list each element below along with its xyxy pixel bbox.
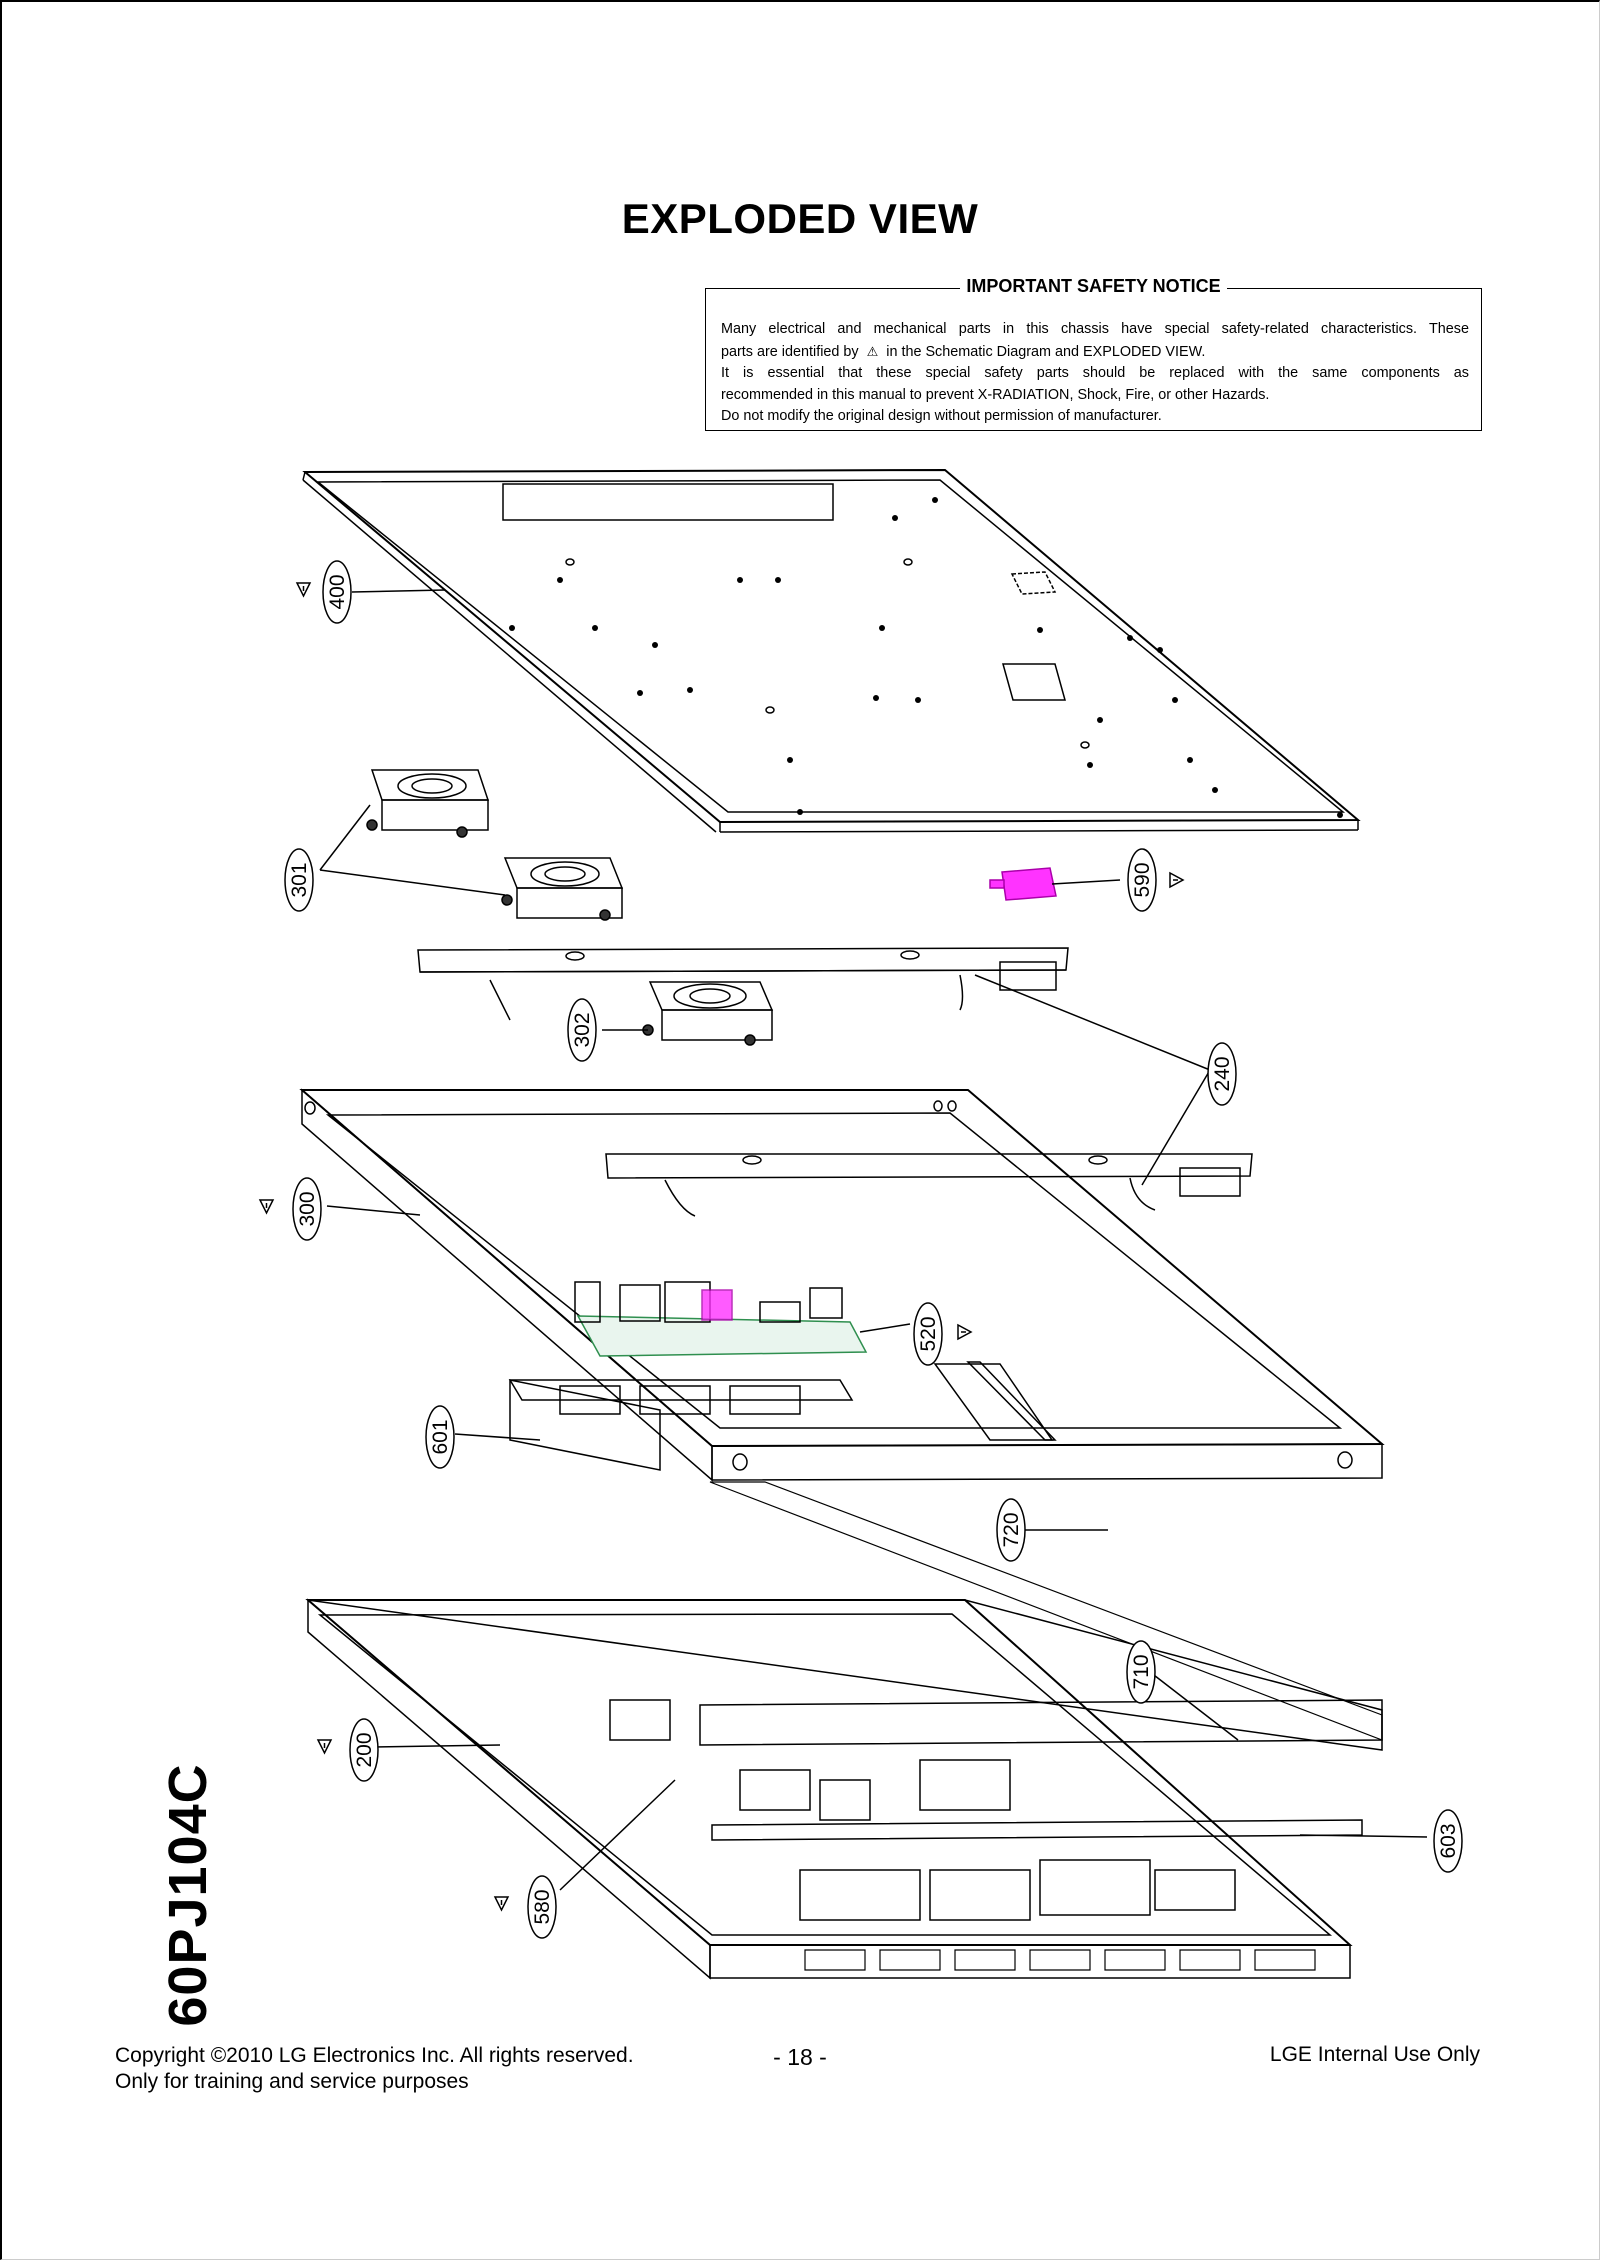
callout-520: 520 xyxy=(917,1316,940,1351)
warning-triangle-icon xyxy=(258,1199,275,1215)
page-title: EXPLODED VIEW xyxy=(621,195,979,242)
callout-710: 710 xyxy=(1130,1654,1153,1689)
callout-240: 240 xyxy=(1211,1056,1234,1091)
strip-part-720 xyxy=(933,1361,1057,1441)
bracket-part xyxy=(417,947,1069,1021)
model-number: 60PJ104C xyxy=(158,1763,218,2027)
callout-200: 200 xyxy=(353,1732,376,1767)
highlight-part-590 xyxy=(989,867,1057,901)
warning-triangle-icon xyxy=(493,1896,510,1912)
safety-notice-heading: IMPORTANT SAFETY NOTICE xyxy=(960,276,1227,296)
callout-400: 400 xyxy=(326,574,349,609)
speaker-part xyxy=(366,769,490,838)
callout-601: 601 xyxy=(429,1419,452,1454)
box-part-601 xyxy=(508,1379,854,1471)
notice-line-1: Many electrical and mechanical parts in … xyxy=(721,321,1469,337)
callout-590: 590 xyxy=(1131,862,1154,897)
warning-triangle-icon xyxy=(295,582,312,598)
bracket-part xyxy=(605,1153,1253,1217)
callout-302: 302 xyxy=(571,1012,594,1047)
callout-301: 301 xyxy=(288,862,311,897)
warning-triangle-icon xyxy=(316,1739,333,1755)
warning-triangle-icon: ⚠ xyxy=(866,343,879,359)
bottom-chassis-part xyxy=(305,1598,1383,1980)
purpose-text: Only for training and service purposes xyxy=(115,2070,469,2093)
notice-line-4: recommended in this manual to prevent X-… xyxy=(721,386,1270,403)
speaker-part xyxy=(501,857,624,921)
safety-notice-body: Many electrical and mechanical parts in … xyxy=(721,319,1469,428)
safety-notice: IMPORTANT SAFETY NOTICE Many electrical … xyxy=(705,276,1482,431)
internal-use-text: LGE Internal Use Only xyxy=(1269,2043,1480,2066)
callout-603: 603 xyxy=(1437,1823,1460,1858)
warning-triangle-icon xyxy=(1169,871,1185,889)
middle-frame-part xyxy=(299,1088,1385,1482)
page-number: - 18 - xyxy=(773,2044,827,2070)
notice-line-5: Do not modify the original design withou… xyxy=(721,408,1162,424)
notice-line-2: parts are identified by ⚠ in the Schemat… xyxy=(721,343,1206,360)
main-board-part xyxy=(574,1281,868,1357)
callout-720: 720 xyxy=(1000,1512,1023,1547)
notice-line-3: It is essential that these special safet… xyxy=(721,365,1469,381)
footer-left: Copyright ©2010 LG Electronics Inc. All … xyxy=(115,2043,634,2095)
copyright-text: Copyright ©2010 LG Electronics Inc. All … xyxy=(115,2044,634,2067)
speaker-part xyxy=(642,981,774,1046)
back-cover-part xyxy=(302,468,1361,833)
callout-300: 300 xyxy=(296,1191,319,1226)
callout-580: 580 xyxy=(531,1889,554,1924)
warning-triangle-icon xyxy=(957,1323,973,1341)
